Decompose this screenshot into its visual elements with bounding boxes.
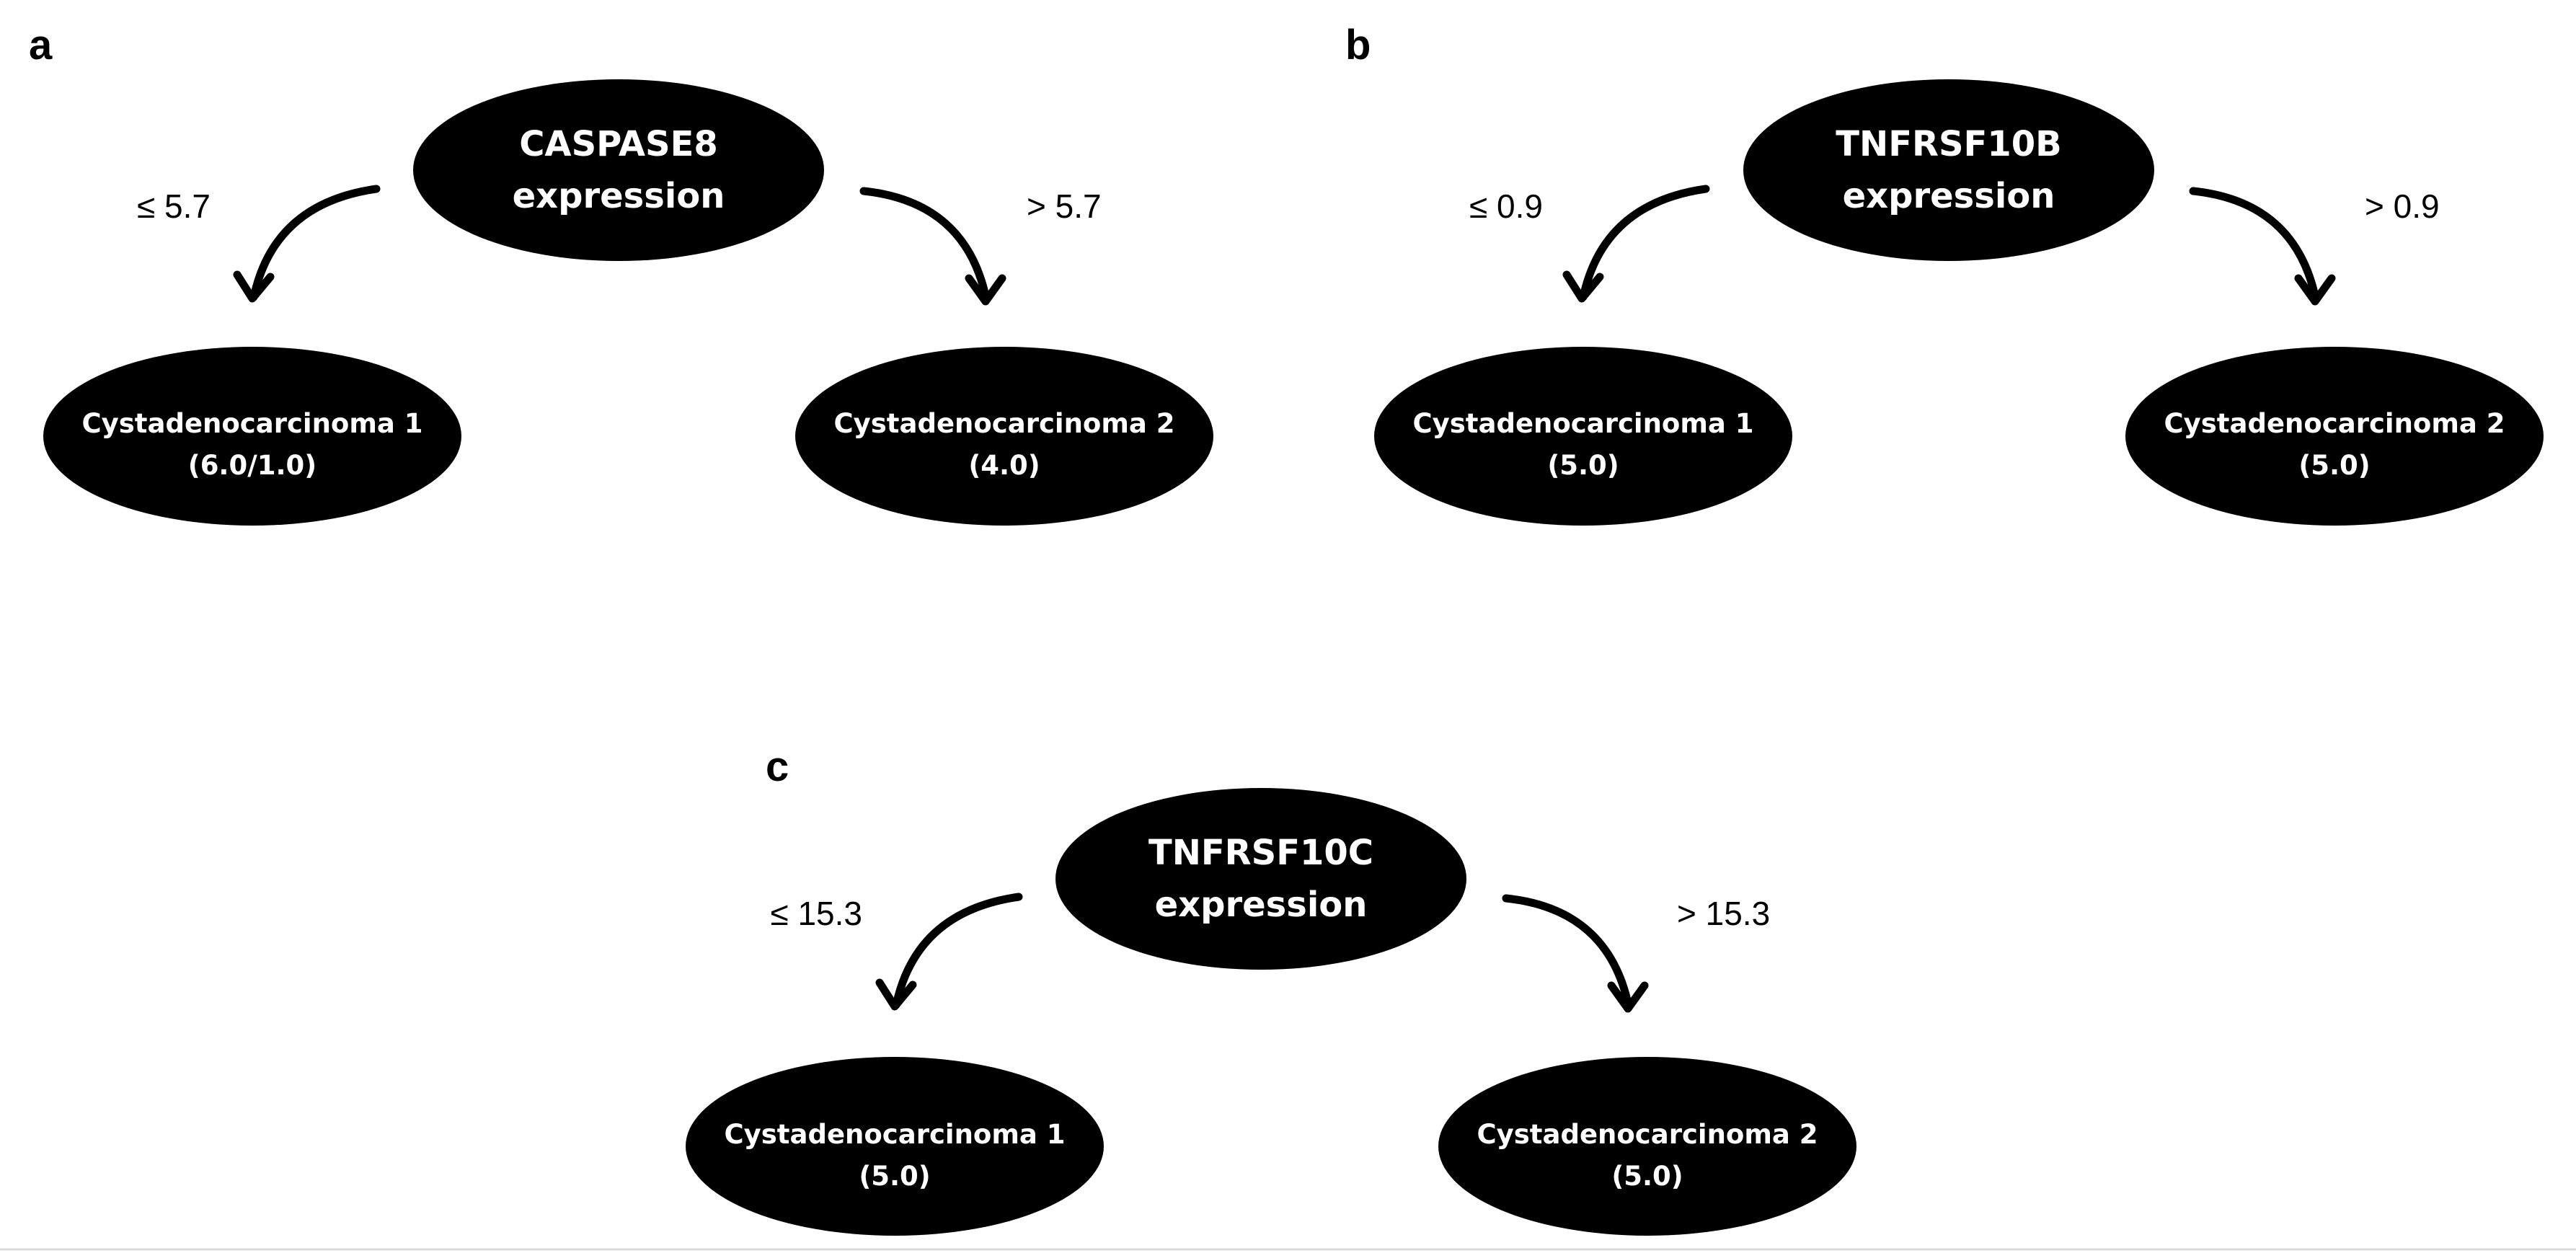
root-node-b: TNFRSF10B expression — [1743, 79, 2154, 261]
panel-letter-b: b — [1345, 22, 1371, 68]
left-arrowhead-c — [875, 978, 917, 1011]
left-branch-a: ≤ 5.7 — [137, 185, 381, 303]
root-node-a: CASPASE8 expression — [413, 79, 824, 261]
root-ellipse-c — [1055, 788, 1466, 970]
left-leaf-ellipse-b — [1374, 347, 1792, 526]
left-leaf-c: Cystadenocarcinoma 1 (5.0) — [686, 1057, 1104, 1236]
root-label-c-line1: TNFRSF10C — [1148, 833, 1373, 873]
right-condition-a: > 5.7 — [1027, 187, 1102, 225]
left-condition-a: ≤ 5.7 — [137, 187, 211, 225]
right-arrowhead-a — [965, 274, 1006, 306]
left-leaf-label-a-line2: (6.0/1.0) — [188, 450, 317, 481]
left-leaf-label-a-line1: Cystadenocarcinoma 1 — [82, 408, 423, 439]
root-label-b-line2: expression — [1843, 176, 2055, 216]
right-leaf-label-a-line1: Cystadenocarcinoma 2 — [834, 408, 1175, 439]
right-leaf-c: Cystadenocarcinoma 2 (5.0) — [1438, 1057, 1856, 1236]
left-leaf-label-b-line2: (5.0) — [1547, 450, 1619, 481]
root-ellipse-b — [1743, 79, 2154, 261]
right-leaf-label-c-line1: Cystadenocarcinoma 2 — [1477, 1119, 1818, 1150]
left-arrow-c — [892, 893, 1023, 1009]
right-leaf-ellipse-a — [795, 347, 1213, 526]
right-arrowhead-c — [1607, 981, 1649, 1013]
right-leaf-label-b-line2: (5.0) — [2298, 450, 2370, 481]
panel-letter-c: c — [766, 743, 789, 790]
left-arrowhead-a — [233, 270, 275, 303]
left-leaf-ellipse-a — [43, 347, 461, 526]
panel-letter-a: a — [29, 22, 53, 68]
right-leaf-b: Cystadenocarcinoma 2 (5.0) — [2125, 347, 2544, 526]
root-node-c: TNFRSF10C expression — [1055, 788, 1466, 970]
left-leaf-b: Cystadenocarcinoma 1 (5.0) — [1374, 347, 1792, 526]
panel-a: a CASPASE8 expression ≤ 5.7 > 5.7 Cystad… — [29, 22, 1213, 526]
left-leaf-a: Cystadenocarcinoma 1 (6.0/1.0) — [43, 347, 461, 526]
right-branch-b: > 0.9 — [2189, 187, 2440, 306]
left-arrow-b — [1579, 185, 1710, 301]
right-leaf-a: Cystadenocarcinoma 2 (4.0) — [795, 347, 1213, 526]
right-condition-b: > 0.9 — [2365, 187, 2440, 225]
root-label-c-line2: expression — [1155, 885, 1368, 925]
root-label-a-line2: expression — [513, 176, 725, 216]
right-leaf-label-a-line2: (4.0) — [968, 450, 1040, 481]
right-arrow-c — [1502, 894, 1633, 1011]
root-label-a-line1: CASPASE8 — [519, 124, 718, 164]
right-arrowhead-b — [2294, 274, 2336, 306]
root-label-b-line1: TNFRSF10B — [1836, 124, 2061, 164]
right-branch-c: > 15.3 — [1502, 894, 1770, 1013]
left-condition-b: ≤ 0.9 — [1469, 187, 1543, 225]
left-leaf-label-c-line2: (5.0) — [859, 1161, 930, 1192]
right-leaf-ellipse-c — [1438, 1057, 1856, 1236]
left-arrow-a — [249, 185, 381, 301]
left-arrowhead-b — [1562, 270, 1604, 303]
right-branch-a: > 5.7 — [859, 187, 1102, 306]
right-arrow-b — [2189, 187, 2320, 304]
panel-b: b TNFRSF10B expression ≤ 0.9 > 0.9 Cysta… — [1345, 22, 2544, 526]
left-leaf-label-c-line1: Cystadenocarcinoma 1 — [725, 1119, 1066, 1150]
root-ellipse-a — [413, 79, 824, 261]
right-leaf-label-c-line2: (5.0) — [1611, 1161, 1683, 1192]
right-leaf-label-b-line1: Cystadenocarcinoma 2 — [2164, 408, 2505, 439]
left-branch-c: ≤ 15.3 — [770, 893, 1023, 1011]
left-leaf-ellipse-c — [686, 1057, 1104, 1236]
right-arrow-a — [859, 187, 991, 304]
panel-c: c TNFRSF10C expression ≤ 15.3 > 15.3 Cys… — [686, 743, 1856, 1236]
right-leaf-ellipse-b — [2125, 347, 2544, 526]
left-leaf-label-b-line1: Cystadenocarcinoma 1 — [1413, 408, 1754, 439]
right-condition-c: > 15.3 — [1677, 895, 1770, 932]
left-condition-c: ≤ 15.3 — [770, 895, 862, 932]
left-branch-b: ≤ 0.9 — [1469, 185, 1710, 303]
